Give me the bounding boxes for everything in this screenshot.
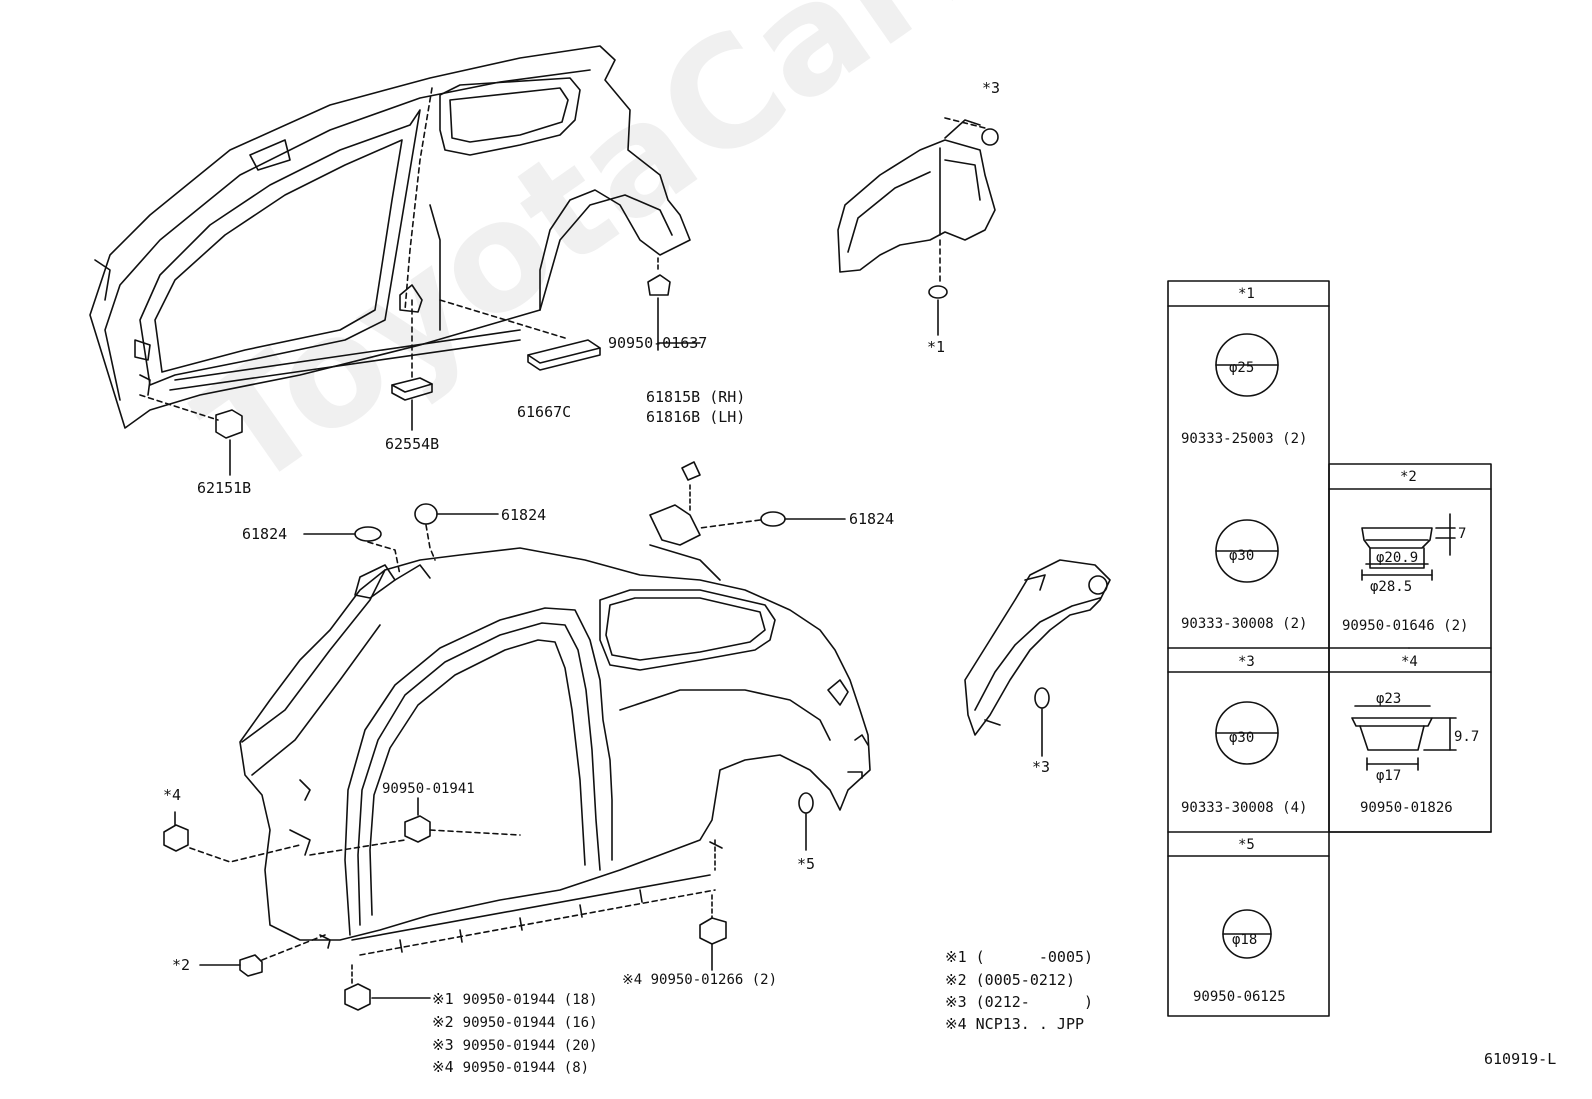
box5-part: 90950-06125 bbox=[1193, 989, 1286, 1005]
box5-dia: φ18 bbox=[1232, 932, 1258, 948]
lower-outer-panel-drawing bbox=[239, 504, 871, 956]
box4-part: 90950-01826 bbox=[1360, 800, 1453, 816]
star-4-label: *4 bbox=[163, 786, 182, 804]
box2-dia-outer: φ28.5 bbox=[1370, 579, 1413, 595]
bottom-part-2: ※2 90950-01944 (16) bbox=[432, 1013, 598, 1031]
upper-parts-drawing bbox=[139, 257, 701, 476]
callout-61667c: 61667C bbox=[517, 403, 572, 421]
box1-part-1: 90333-25003 (2) bbox=[1181, 431, 1308, 447]
callout-61824-mid: 61824 bbox=[501, 506, 547, 524]
part-mark: ※2 bbox=[432, 1013, 454, 1031]
part-number: 90950-01944 (20) bbox=[462, 1038, 598, 1054]
star-3-lower: *3 bbox=[1032, 758, 1051, 776]
part-number: 90950-01944 (8) bbox=[462, 1060, 590, 1076]
callout-61816b-lh: 61816B (LH) bbox=[646, 408, 746, 426]
box1-part-2: 90333-30008 (2) bbox=[1181, 616, 1308, 632]
box1-dia-25: φ25 bbox=[1229, 360, 1255, 376]
callout-90950-01941: 90950-01941 bbox=[382, 781, 475, 797]
star-1-label: *1 bbox=[927, 338, 946, 356]
box2-part: 90950-01646 (2) bbox=[1342, 618, 1469, 634]
part-number: 90950-01944 (16) bbox=[462, 1015, 598, 1031]
legend-2: ※2 (0005-0212) bbox=[945, 973, 1075, 988]
wheelhouse-outer-drawing bbox=[964, 559, 1111, 757]
box4-dia-bottom: φ17 bbox=[1376, 768, 1402, 784]
box4-height: 9.7 bbox=[1454, 729, 1480, 745]
legend-mark: ※2 bbox=[945, 971, 967, 989]
box3-header: *3 bbox=[1238, 654, 1255, 670]
callout-90950-01266: ※4 90950-01266 (2) bbox=[622, 972, 778, 988]
star-5-label: *5 bbox=[797, 855, 816, 873]
legend-text: ( -0005) bbox=[975, 948, 1094, 966]
part-number: 90950-01944 (18) bbox=[462, 992, 598, 1008]
figure-id: 610919-L bbox=[1484, 1050, 1557, 1068]
legend-mark: ※3 bbox=[945, 993, 967, 1011]
legend-text: NCP13. . JPP bbox=[975, 1015, 1085, 1033]
parts-table-grid bbox=[1167, 280, 1492, 1017]
box1-header: *1 bbox=[1238, 286, 1255, 302]
star-2-label: *2 bbox=[172, 956, 191, 974]
box1-dia-30: φ30 bbox=[1229, 548, 1255, 564]
callout-61824-left: 61824 bbox=[242, 525, 288, 543]
legend-1: ※1 ( -0005) bbox=[945, 950, 1093, 965]
box2-dia-inner: φ20.9 bbox=[1376, 550, 1419, 566]
legend-text: (0212- ) bbox=[975, 993, 1094, 1011]
callout-62554b: 62554B bbox=[385, 435, 440, 453]
callout-61815b-rh: 61815B (RH) bbox=[646, 388, 746, 406]
legend-4: ※4 NCP13. . JPP bbox=[945, 1017, 1084, 1032]
upper-inner-panel-drawing bbox=[89, 45, 691, 429]
part-mark: ※4 bbox=[432, 1058, 454, 1076]
wheelhouse-inner-drawing bbox=[837, 117, 999, 336]
callout-62151b: 62151B bbox=[197, 479, 252, 497]
box4-header: *4 bbox=[1401, 654, 1418, 670]
bottom-part-4: ※4 90950-01944 (8) bbox=[432, 1058, 590, 1076]
part-mark: ※1 bbox=[432, 990, 454, 1008]
box3-dia: φ30 bbox=[1229, 730, 1255, 746]
box4-dia-top: φ23 bbox=[1376, 691, 1402, 707]
legend-text: (0005-0212) bbox=[975, 971, 1075, 989]
bottom-part-1: ※1 90950-01944 (18) bbox=[432, 990, 598, 1008]
lower-parts-drawing bbox=[163, 461, 846, 1011]
box2-height: 7 bbox=[1458, 526, 1467, 542]
star-3-top: *3 bbox=[982, 79, 1001, 97]
box2-header: *2 bbox=[1400, 469, 1417, 485]
callout-61824-right: 61824 bbox=[849, 510, 895, 528]
bottom-part-3: ※3 90950-01944 (20) bbox=[432, 1036, 598, 1054]
legend-3: ※3 (0212- ) bbox=[945, 995, 1093, 1010]
legend-mark: ※1 bbox=[945, 948, 967, 966]
callout-90950-01637: 90950-01637 bbox=[608, 334, 708, 352]
box3-part: 90333-30008 (4) bbox=[1181, 800, 1308, 816]
box5-header: *5 bbox=[1238, 837, 1255, 853]
part-mark: ※3 bbox=[432, 1036, 454, 1054]
legend-mark: ※4 bbox=[945, 1015, 967, 1033]
